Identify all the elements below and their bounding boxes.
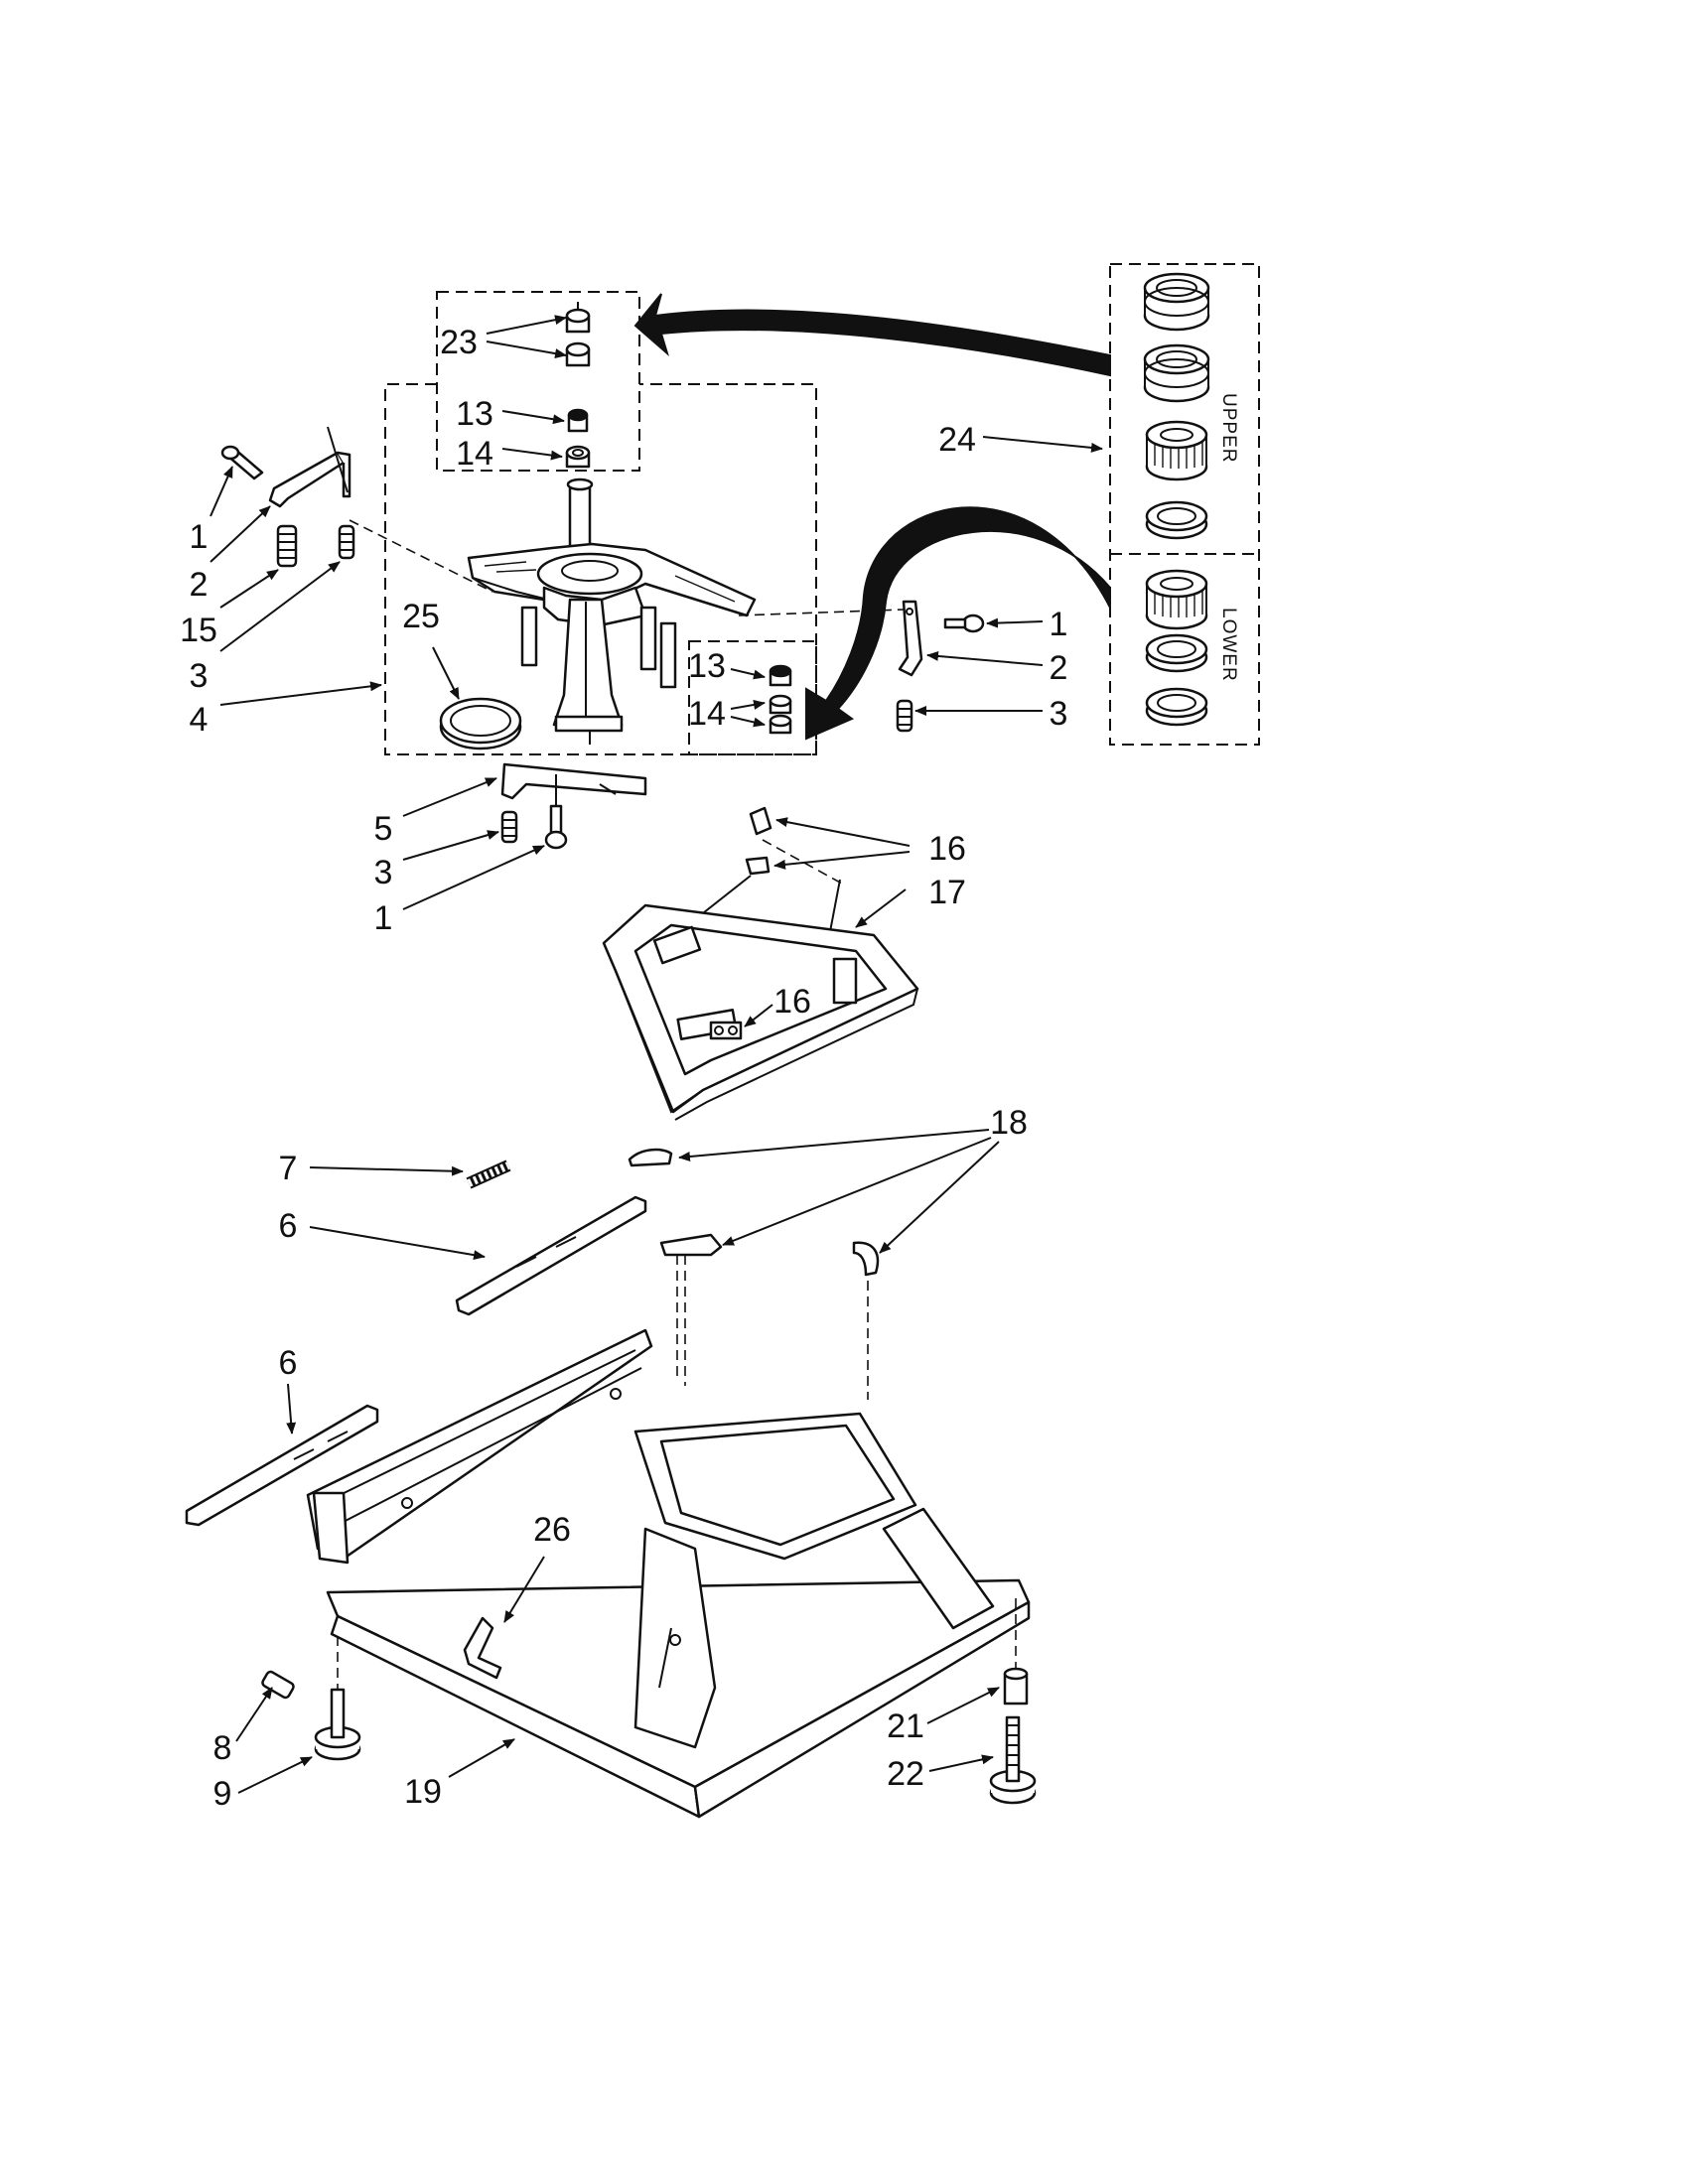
upper-label: UPPER bbox=[1218, 393, 1239, 463]
callout-22: 22 bbox=[887, 1755, 924, 1793]
pad-clip-16c bbox=[709, 1021, 743, 1040]
lower-label: LOWER bbox=[1218, 608, 1239, 682]
callout-13-upper: 13 bbox=[456, 395, 493, 433]
nut-21 bbox=[1003, 1598, 1029, 1706]
bushing-14-lower bbox=[769, 694, 792, 735]
left-spring-15 bbox=[276, 524, 298, 568]
spring-7 bbox=[466, 1160, 511, 1189]
cap-18c bbox=[852, 1241, 880, 1277]
callout-15: 15 bbox=[180, 612, 217, 649]
cap-18a bbox=[628, 1148, 673, 1167]
callout-9: 9 bbox=[213, 1775, 232, 1813]
seal-upper-1 bbox=[1143, 272, 1210, 332]
cap-18b bbox=[659, 1233, 723, 1257]
ring-25 bbox=[439, 697, 522, 751]
callout-3-left: 3 bbox=[190, 657, 209, 695]
callout-5: 5 bbox=[374, 810, 393, 848]
callout-6-upper: 6 bbox=[279, 1207, 298, 1245]
callout-23: 23 bbox=[440, 324, 478, 361]
bottom-spring-3 bbox=[500, 810, 518, 844]
seal-upper-2 bbox=[1143, 343, 1210, 403]
rod-6-upper bbox=[455, 1195, 647, 1316]
right-bracket bbox=[898, 600, 923, 677]
ring-upper bbox=[1145, 500, 1208, 540]
bushing-23-top bbox=[565, 302, 591, 334]
bushing-13-upper bbox=[567, 408, 589, 433]
bottom-bracket-5 bbox=[500, 762, 647, 800]
bearing-lower-splined bbox=[1145, 569, 1208, 630]
right-spring-3 bbox=[896, 699, 913, 733]
callout-leaders bbox=[210, 315, 1103, 1794]
callout-16-upper: 16 bbox=[928, 830, 966, 868]
bearing-upper-splined bbox=[1145, 420, 1208, 481]
lower-arrow bbox=[805, 506, 1111, 741]
callout-3-right: 3 bbox=[1050, 695, 1068, 733]
callout-8: 8 bbox=[213, 1729, 232, 1767]
callout-labels: 23 13 14 24 1 2 15 3 4 25 1 2 3 13 14 5 … bbox=[180, 324, 1067, 1813]
callout-16-lower: 16 bbox=[773, 983, 811, 1021]
left-bracket bbox=[268, 426, 351, 508]
pad-clip-16b bbox=[745, 856, 771, 876]
right-bolt bbox=[943, 614, 985, 633]
ring-lower-2 bbox=[1145, 687, 1208, 727]
left-bolt bbox=[220, 445, 264, 480]
bushing-box-upper bbox=[436, 291, 640, 472]
bushing-14-upper bbox=[565, 445, 591, 469]
top-frame-17 bbox=[602, 903, 919, 1121]
bottom-bolt-1 bbox=[544, 774, 568, 850]
callout-14-upper: 14 bbox=[456, 435, 493, 473]
rod-6-lower bbox=[185, 1404, 379, 1527]
callout-2-right: 2 bbox=[1050, 649, 1068, 687]
base-frame-19 bbox=[306, 1328, 1031, 1819]
ring-lower-1 bbox=[1145, 633, 1208, 673]
pin-8 bbox=[261, 1670, 295, 1700]
bearing-kit-box bbox=[1109, 263, 1260, 746]
callout-19: 19 bbox=[404, 1773, 442, 1811]
mechanism-box bbox=[384, 383, 817, 755]
foot-9 bbox=[314, 1636, 361, 1761]
callout-21: 21 bbox=[887, 1707, 924, 1745]
upper-arrow bbox=[633, 293, 1111, 377]
callout-18: 18 bbox=[990, 1104, 1028, 1142]
callout-7: 7 bbox=[279, 1150, 298, 1187]
callout-3-bottom: 3 bbox=[374, 854, 393, 891]
left-spring-3 bbox=[338, 524, 355, 560]
bushing-box-lower bbox=[688, 640, 817, 755]
foot-22 bbox=[989, 1715, 1037, 1805]
pad-clip-16a bbox=[749, 806, 772, 836]
callout-14-lower: 14 bbox=[688, 695, 726, 733]
suspension-assembly bbox=[349, 478, 905, 745]
callout-26: 26 bbox=[533, 1511, 571, 1549]
bushing-23-bottom bbox=[565, 341, 591, 367]
callout-4: 4 bbox=[190, 701, 209, 739]
hook-26 bbox=[463, 1616, 502, 1680]
callout-13-lower: 13 bbox=[688, 647, 726, 685]
callout-6-lower: 6 bbox=[279, 1344, 298, 1382]
bearing-kit bbox=[1143, 272, 1210, 727]
callout-1-right: 1 bbox=[1050, 606, 1068, 643]
callout-2-left: 2 bbox=[190, 566, 209, 604]
callout-1-bottom: 1 bbox=[374, 899, 393, 937]
bushing-13-lower bbox=[769, 664, 792, 687]
callout-25: 25 bbox=[402, 598, 440, 635]
callout-17: 17 bbox=[928, 874, 966, 911]
callout-1-left: 1 bbox=[190, 518, 209, 556]
callout-24: 24 bbox=[938, 421, 976, 459]
